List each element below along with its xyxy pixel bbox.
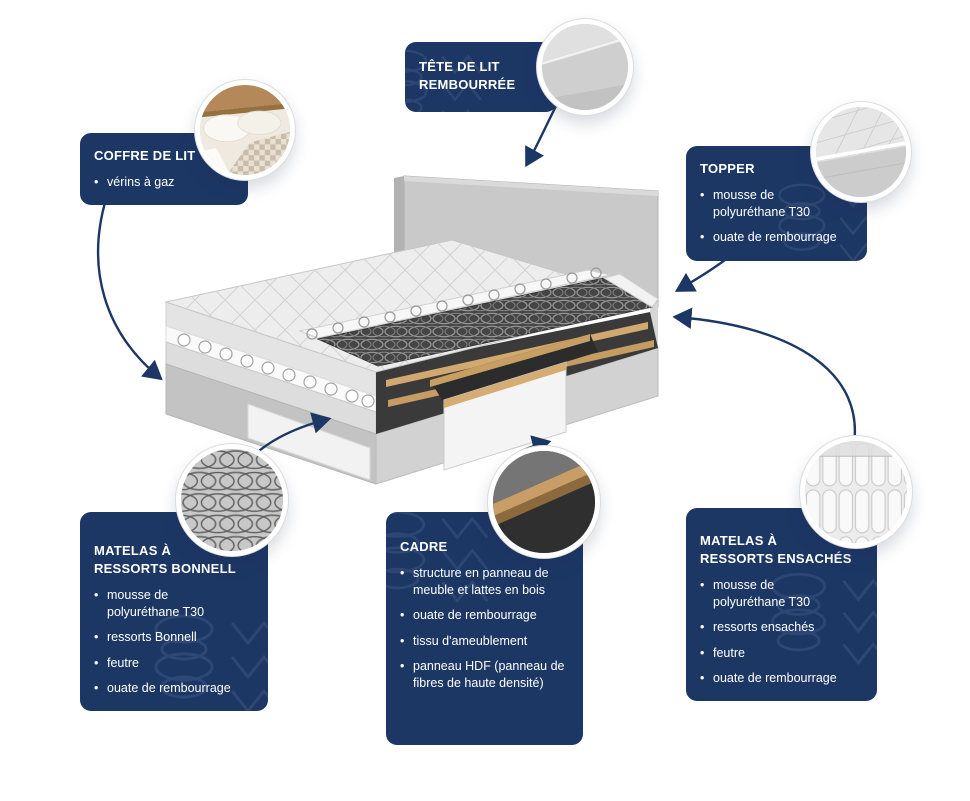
callout-title: TOPPER xyxy=(700,160,853,178)
bullet-item: mousse de polyuréthane T30 xyxy=(700,577,812,612)
title-line: COFFRE DE LIT xyxy=(94,148,196,163)
callout-title: TÊTE DE LIT REMBOURRÉE xyxy=(419,58,543,94)
bonnell-springs-photo xyxy=(176,444,288,556)
arrow-bed-storage xyxy=(96,197,163,381)
bullet-item: feutre xyxy=(700,645,863,663)
arrow-headboard xyxy=(525,104,558,168)
drawer-shape xyxy=(430,334,598,471)
pocket-springs-photo xyxy=(800,436,912,548)
bullet-item: ressorts Bonnell xyxy=(94,629,254,647)
title-line: TÊTE DE LIT xyxy=(419,59,500,74)
storage-bedding-photo xyxy=(195,80,295,180)
frame-corner-photo xyxy=(488,446,600,558)
callout-bullets: mousse de polyuréthane T30 ressorts ensa… xyxy=(700,577,863,688)
callout-title: MATELAS À RESSORTS BONNELL xyxy=(94,542,254,578)
bullet-item: structure en panneau de meuble et lattes… xyxy=(400,565,569,600)
topper-corner-photo xyxy=(811,102,911,202)
bullet-item: ouate de rembourrage xyxy=(94,680,254,698)
title-line: MATELAS À xyxy=(94,543,172,558)
callout-title: COFFRE DE LIT xyxy=(94,147,234,165)
bullet-item: feutre xyxy=(94,655,254,673)
bullet-item: ouate de rembourrage xyxy=(700,229,853,247)
frame-cavity-shape xyxy=(376,312,658,434)
upholstered-fabric-photo xyxy=(537,19,633,115)
quilted-top-shape xyxy=(164,239,660,373)
bullet-item: vérins à gaz xyxy=(94,174,234,192)
bullet-item: mousse de polyuréthane T30 xyxy=(700,187,812,222)
title-line: TOPPER xyxy=(700,161,755,176)
cutaway-springs-shape xyxy=(298,267,659,367)
title-line: MATELAS À xyxy=(700,533,778,548)
arrow-pocket xyxy=(672,307,856,452)
bullet-item: panneau HDF (panneau de fibres de haute … xyxy=(400,658,569,693)
callout-title: MATELAS À RESSORTS ENSACHÉS xyxy=(700,532,863,568)
callout-bullets: mousse de polyuréthane T30 ouate de remb… xyxy=(700,187,853,247)
bullet-item: ouate de rembourrage xyxy=(400,607,569,625)
title-line: RESSORTS BONNELL xyxy=(94,560,236,576)
bullet-item: ressorts ensachés xyxy=(700,619,863,637)
callout-headboard: TÊTE DE LIT REMBOURRÉE xyxy=(405,42,557,112)
title-line: REMBOURRÉE xyxy=(419,76,516,92)
headboard-shape xyxy=(394,175,659,308)
bullet-item: ouate de rembourrage xyxy=(700,670,863,688)
mattress-side-layers xyxy=(165,301,377,435)
callout-bullets: structure en panneau de meuble et lattes… xyxy=(400,565,569,693)
bullet-item: mousse de polyuréthane T30 xyxy=(94,587,206,622)
bullet-item: tissu d'ameublement xyxy=(400,633,569,651)
title-line: RESSORTS ENSACHÉS xyxy=(700,550,852,566)
callout-bullets: vérins à gaz xyxy=(94,174,234,192)
callout-bullets: mousse de polyuréthane T30 ressorts Bonn… xyxy=(94,587,254,698)
